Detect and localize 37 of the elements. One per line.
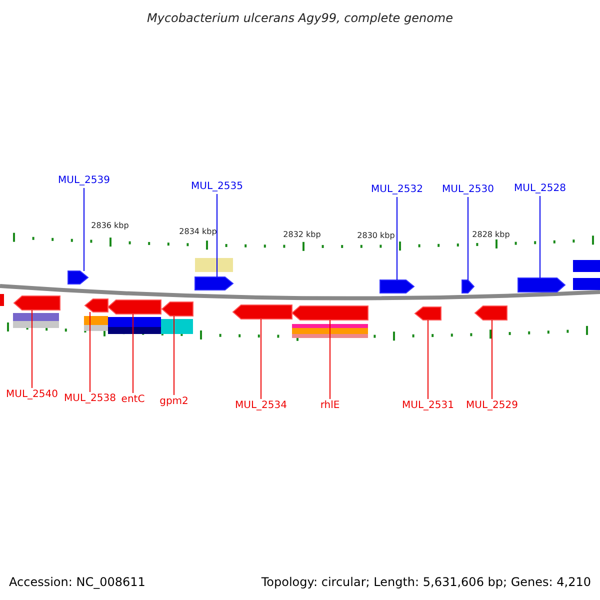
gene-feature — [232, 304, 292, 320]
gene-label: MUL_2535 — [191, 181, 243, 193]
gene-feature — [291, 306, 368, 320]
scale-label: 2834 kbp — [179, 226, 217, 238]
gene-label: rhlE — [320, 400, 340, 412]
leader-line — [260, 318, 262, 400]
gene-feature — [68, 270, 89, 284]
gene-label: MUL_2531 — [402, 400, 454, 412]
gene-label: MUL_2529 — [466, 400, 518, 412]
gene-label: MUL_2530 — [442, 184, 494, 196]
leader-line — [396, 196, 398, 280]
gene-label: MUL_2540 — [6, 389, 58, 401]
gene-feature — [194, 276, 234, 290]
gene-label: entC — [121, 394, 145, 406]
leader-line — [216, 194, 218, 278]
gene-feature — [13, 296, 60, 310]
leader-line — [132, 314, 134, 394]
gene-label: MUL_2528 — [514, 183, 566, 195]
scale-label: 2830 kbp — [357, 230, 395, 242]
gene-label: MUL_2538 — [64, 393, 116, 405]
scale-label: 2828 kbp — [472, 229, 510, 241]
gene-feature — [161, 302, 194, 316]
gene-label: gpm2 — [160, 396, 188, 408]
gene-feature — [518, 278, 566, 292]
gene-feature — [380, 280, 415, 294]
gene-feature — [414, 306, 442, 320]
scale-label: 2832 kbp — [283, 229, 321, 241]
gene-label: MUL_2534 — [235, 400, 287, 412]
scale-label: 2836 kbp — [91, 220, 129, 232]
gene-feature — [84, 298, 108, 312]
gene-label: MUL_2532 — [371, 184, 423, 196]
diagram-title: Mycobacterium ulcerans Agy99, complete genome — [146, 12, 454, 24]
gene-label: MUL_2539 — [58, 175, 110, 187]
accession-note: Accession: NC_008611 — [9, 576, 146, 588]
gene-feature — [462, 280, 475, 294]
genome-summary: Topology: circular; Length: 5,631,606 bp; Genes: 4,210 — [261, 576, 591, 588]
gene-feature — [474, 306, 508, 320]
